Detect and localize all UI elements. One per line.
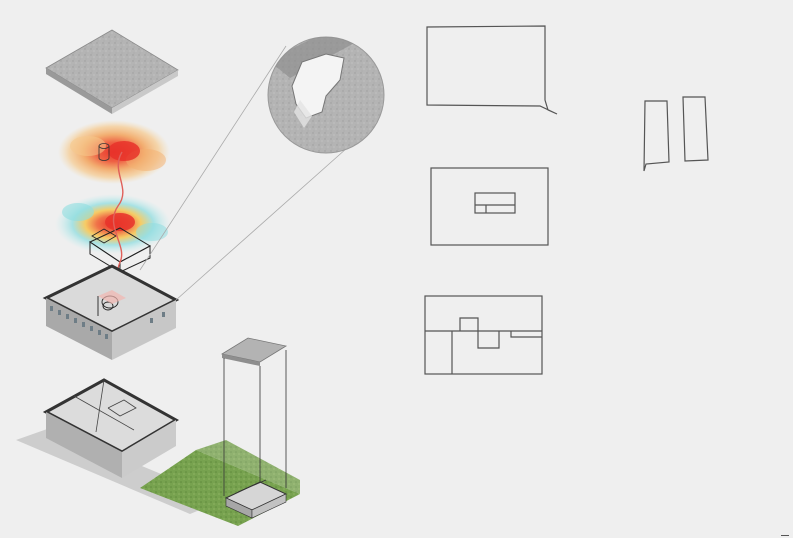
heat-cloud-lower bbox=[55, 194, 171, 254]
plan-sketch-a bbox=[430, 167, 549, 246]
plan-sketch-b bbox=[424, 295, 543, 375]
zoom-leader-lines bbox=[139, 45, 357, 301]
speech-bubble-sketch bbox=[426, 25, 558, 115]
roof-slab bbox=[45, 29, 179, 114]
heat-cloud-upper bbox=[58, 120, 170, 184]
ground-house bbox=[42, 378, 180, 478]
door-pair-sketch bbox=[643, 96, 709, 172]
corner-mark bbox=[781, 535, 789, 536]
zoom-detail-circle bbox=[267, 36, 385, 154]
cylinder-icon bbox=[98, 143, 110, 161]
isometric-house bbox=[42, 264, 180, 360]
tower-frame bbox=[220, 337, 288, 519]
